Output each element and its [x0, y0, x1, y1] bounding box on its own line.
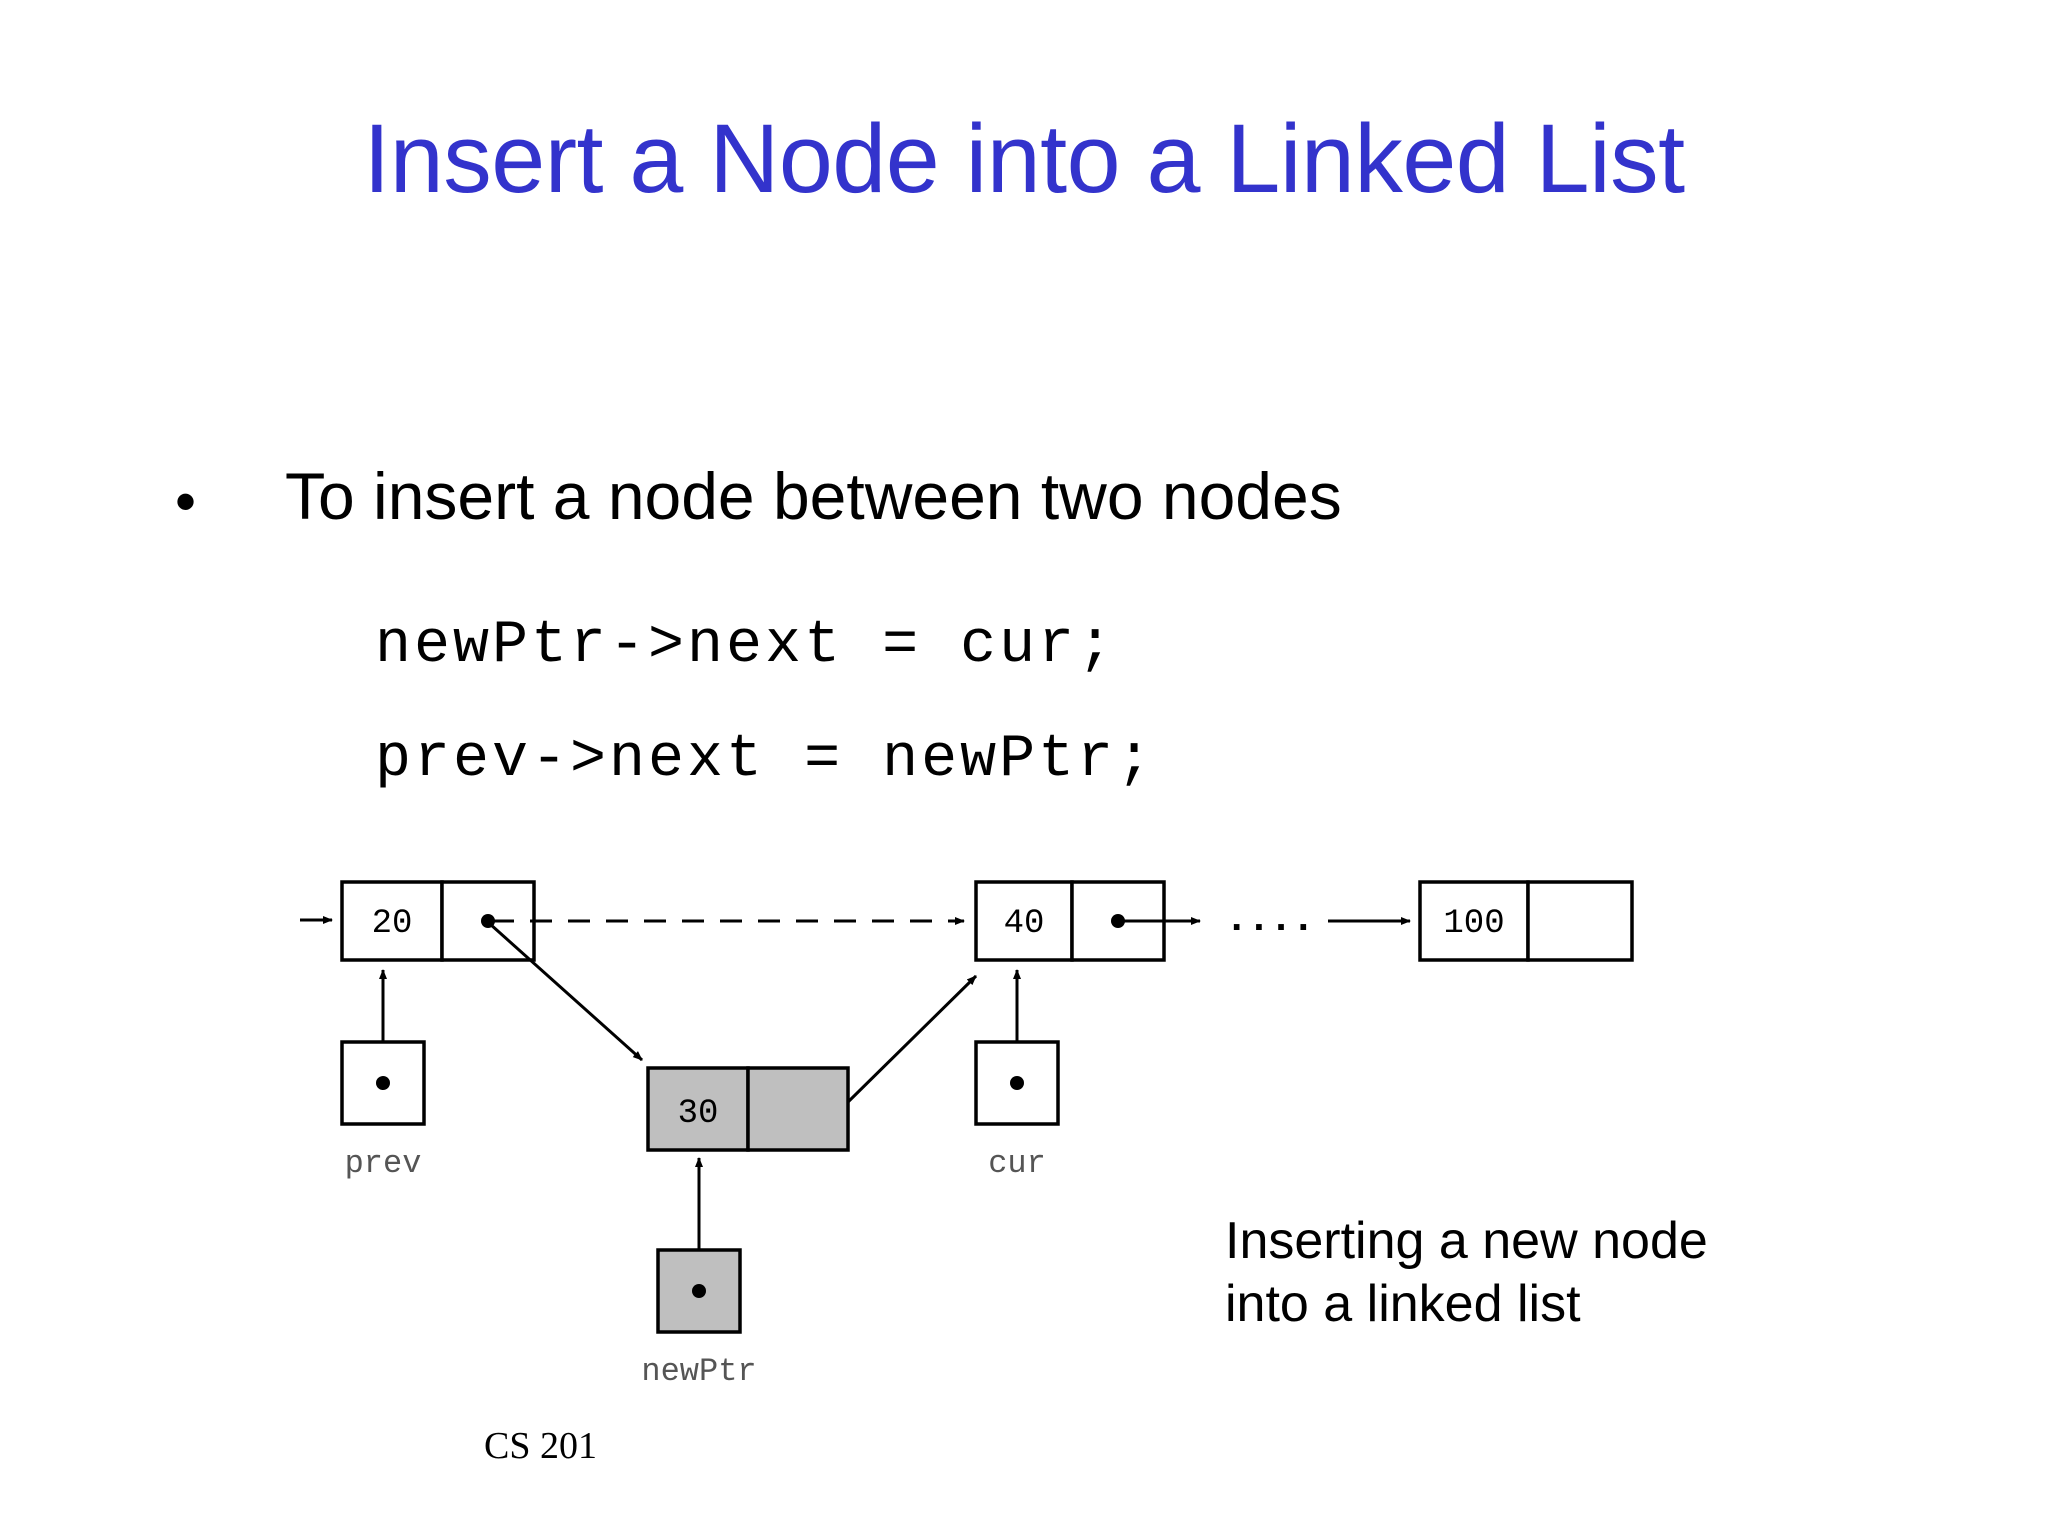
node-20: 20: [340, 880, 536, 962]
newptr-label: newPtr: [641, 1353, 756, 1390]
code-line-2: prev->next = newPtr;: [375, 726, 1156, 794]
arrow-new-link-30-to-40: [846, 974, 978, 1104]
node-100-value: 100: [1443, 905, 1504, 943]
page-title: Insert a Node into a Linked List: [363, 104, 1685, 213]
linked-list-diagram: 20 40 . . . .: [300, 860, 1780, 1440]
slide-footer: CS 201: [484, 1425, 597, 1467]
pointer-box-cur: cur: [974, 969, 1060, 1182]
node-20-value: 20: [372, 905, 413, 943]
pointer-box-prev: prev: [340, 969, 426, 1182]
cur-dot: [1010, 1076, 1024, 1090]
prev-label: prev: [345, 1145, 422, 1182]
bullet-label: To insert a node between two nodes: [285, 459, 1342, 533]
caption-line-1: Inserting a new node: [1225, 1212, 1708, 1270]
node-100: 100: [1418, 880, 1634, 962]
node-40-next-dot: [1111, 914, 1125, 928]
code-line-1: newPtr->next = cur;: [375, 612, 1117, 680]
ellipsis-dots: . . . .: [1231, 895, 1309, 939]
newptr-dot: [692, 1284, 706, 1298]
arrow-new-link-20-to-30: [488, 922, 644, 1062]
caption-line-2: into a linked list: [1225, 1275, 1581, 1334]
diagram-caption: Inserting a new node into a linked list: [1225, 1210, 1708, 1337]
prev-dot: [376, 1076, 390, 1090]
node-40-value: 40: [1004, 905, 1045, 943]
pointer-box-newptr: newPtr: [641, 1157, 757, 1390]
bullet-item: • To insert a node between two nodes: [175, 459, 1875, 535]
node-40: 40: [974, 880, 1166, 962]
bullet-marker: •: [175, 468, 197, 535]
node-30-new: 30: [646, 1066, 850, 1152]
cur-label: cur: [988, 1145, 1046, 1182]
node-30-value: 30: [678, 1095, 719, 1133]
